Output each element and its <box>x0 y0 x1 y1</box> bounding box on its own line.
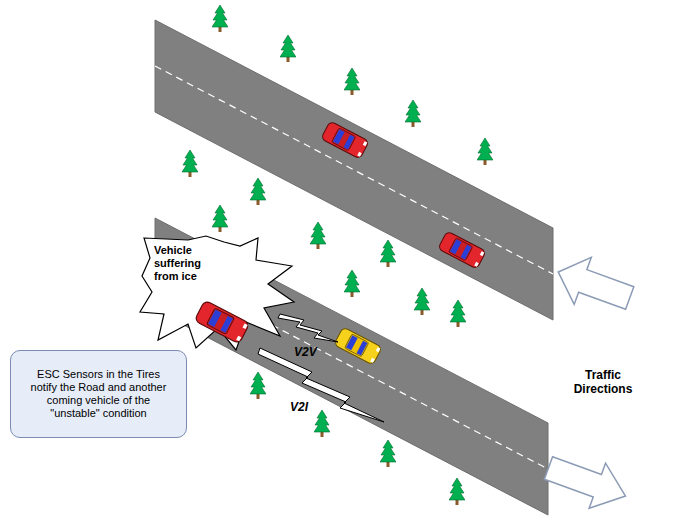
car-body <box>321 121 369 159</box>
callout-box: ESC Sensors in the Tires notify the Road… <box>10 350 187 438</box>
direction-label: Traffic Directions <box>563 368 643 396</box>
tree <box>310 222 326 249</box>
tree <box>212 5 228 32</box>
car-light <box>370 358 375 363</box>
tree <box>380 440 396 467</box>
tree <box>314 410 330 437</box>
lightning-bolt <box>258 348 384 422</box>
car-body <box>194 300 250 344</box>
direction-arrow <box>550 249 639 322</box>
car-roof <box>332 128 356 151</box>
tree <box>280 35 296 62</box>
car-window <box>208 310 222 327</box>
burst-shape <box>140 236 294 350</box>
node-text: Vehicle suffering from ice <box>154 244 216 283</box>
ice-burst: Vehicle suffering from ice <box>140 236 295 351</box>
car-light <box>357 152 362 157</box>
car-light <box>236 336 241 342</box>
tree <box>212 205 228 232</box>
car-window <box>357 341 368 356</box>
tree <box>477 138 493 165</box>
tree <box>449 478 465 505</box>
car-roof <box>345 334 369 357</box>
car-window <box>461 245 472 260</box>
car-roof <box>207 308 235 334</box>
tree <box>250 372 266 399</box>
car-window <box>333 129 345 144</box>
lightning-bolt <box>278 314 338 342</box>
car-light <box>480 251 485 256</box>
tree <box>450 300 466 327</box>
car-window <box>344 135 355 150</box>
red-car <box>194 300 250 344</box>
car-light <box>363 141 368 146</box>
car-light <box>474 262 479 267</box>
link-label: V2I <box>290 400 308 414</box>
car-window <box>450 239 462 254</box>
car-window <box>220 316 233 333</box>
tree <box>405 100 421 127</box>
tree <box>414 288 430 315</box>
tree <box>182 150 198 177</box>
yellow-car <box>334 327 382 365</box>
tree <box>250 178 266 205</box>
node-text: ESC Sensors in the Tires notify the Road… <box>29 368 169 420</box>
link-label: V2V <box>294 345 317 359</box>
car-body <box>334 327 382 365</box>
red-car <box>321 121 369 159</box>
car-window <box>346 335 358 350</box>
tree <box>344 68 360 95</box>
car-body <box>438 231 486 269</box>
red-car <box>438 231 486 269</box>
car-holder <box>194 300 250 344</box>
direction-arrow <box>540 445 633 518</box>
car-light <box>242 323 247 329</box>
tree <box>380 240 396 267</box>
car-roof <box>449 238 473 261</box>
car-light <box>376 347 381 352</box>
tree <box>344 270 360 297</box>
